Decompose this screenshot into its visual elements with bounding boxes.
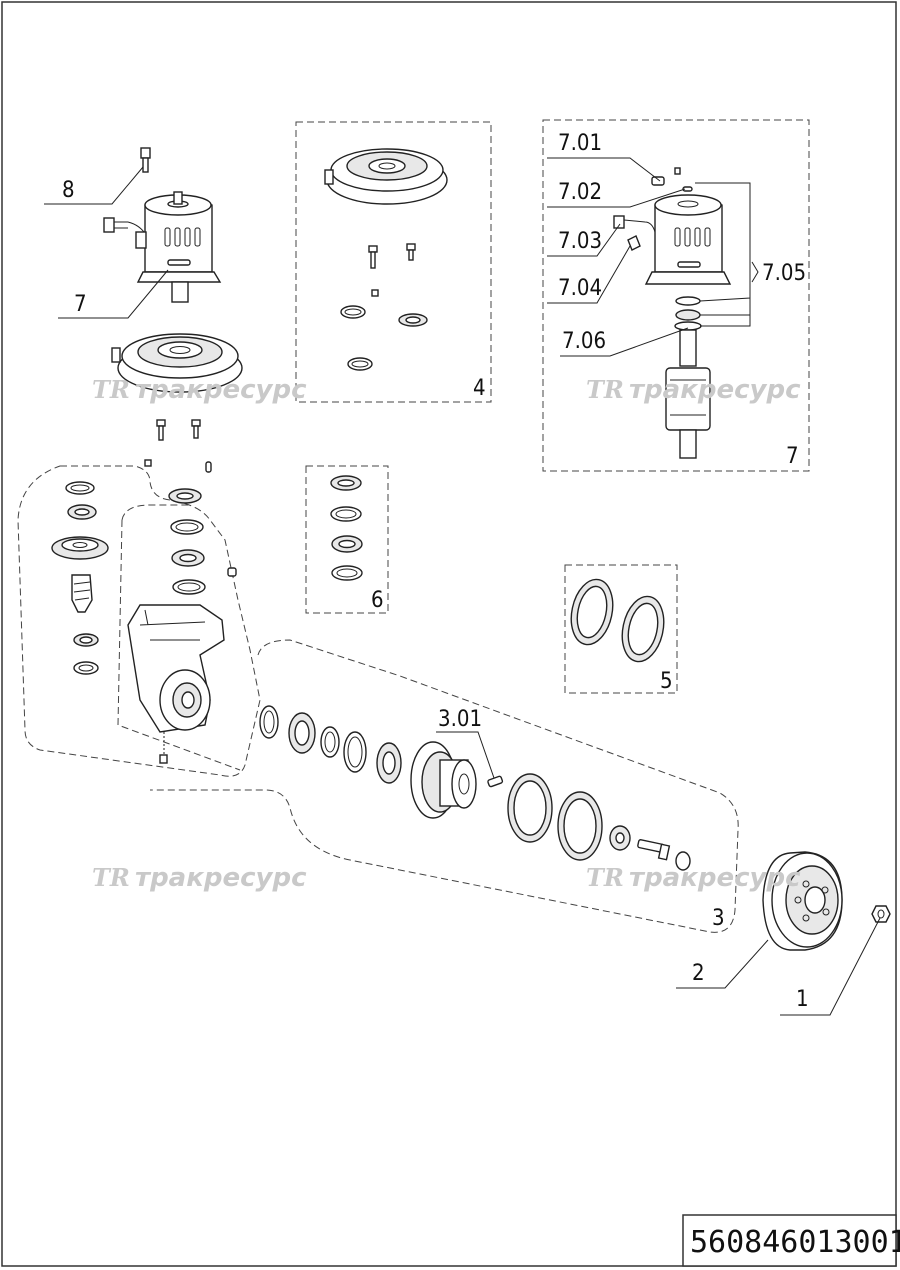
svg-text:TR: TR bbox=[586, 375, 624, 404]
callout-7-05: 7.05 bbox=[762, 261, 806, 286]
bearing-stack-middle bbox=[168, 488, 237, 595]
group-outline-gearbox bbox=[17, 465, 261, 777]
callout-7-01: 7.01 bbox=[558, 131, 602, 156]
part-group-7-motor bbox=[613, 167, 732, 459]
watermark-1: TR тракресурс bbox=[92, 375, 307, 405]
part-gearbox-housing bbox=[127, 604, 225, 764]
group-box-7 bbox=[542, 119, 810, 472]
callout-3: 3 bbox=[712, 906, 725, 931]
callout-7-02: 7.02 bbox=[558, 180, 602, 205]
callout-7-03: 7.03 bbox=[558, 229, 602, 254]
svg-text:тракресурс: тракресурс bbox=[629, 863, 801, 893]
svg-text:тракресурс: тракресурс bbox=[629, 375, 801, 405]
callout-7-04: 7.04 bbox=[558, 276, 602, 301]
group-box-6 bbox=[305, 465, 389, 614]
svg-text:TR: TR bbox=[92, 863, 130, 892]
part-group-6-seals bbox=[330, 475, 363, 581]
group-outline-hub-3 bbox=[117, 504, 739, 933]
callout-8: 8 bbox=[62, 178, 75, 203]
callout-3-01: 3.01 bbox=[438, 707, 482, 732]
watermark-2: TR тракресурс bbox=[586, 375, 801, 405]
part-turntable-left bbox=[111, 333, 243, 393]
callout-2: 2 bbox=[692, 961, 705, 986]
callout-7-main: 7 bbox=[74, 292, 87, 317]
svg-text:TR: TR bbox=[586, 863, 624, 892]
bolts-turntable-left bbox=[144, 419, 212, 473]
group-box-4 bbox=[295, 121, 492, 403]
group-box-5 bbox=[564, 564, 678, 694]
callout-7-06: 7.06 bbox=[562, 329, 606, 354]
svg-text:тракресурс: тракресурс bbox=[135, 375, 307, 405]
callout-5: 5 bbox=[660, 669, 673, 694]
part-group-4-turntable bbox=[324, 148, 448, 371]
watermark-4: TR тракресурс bbox=[586, 863, 801, 893]
callout-labels: 8 7 4 7.01 7.02 7.03 7.04 7.05 7.06 7 6 … bbox=[62, 131, 809, 1012]
bearing-stack-left bbox=[51, 481, 109, 675]
part-group-5-rings bbox=[570, 578, 665, 663]
watermark-3: TR тракресурс bbox=[92, 863, 307, 893]
part-1-nut bbox=[871, 905, 891, 923]
callout-7-box: 7 bbox=[786, 444, 799, 469]
part-2-wheel bbox=[762, 851, 843, 951]
part-hub-assembly-3 bbox=[259, 705, 691, 871]
leader-lines bbox=[44, 157, 881, 1016]
callout-6: 6 bbox=[371, 588, 384, 613]
callout-4: 4 bbox=[473, 376, 486, 401]
callout-1: 1 bbox=[796, 987, 809, 1012]
svg-text:тракресурс: тракресурс bbox=[135, 863, 307, 893]
part-8-bolt bbox=[140, 147, 151, 173]
document-number: 560846013001 bbox=[690, 1225, 900, 1260]
part-7-motor bbox=[103, 191, 222, 303]
document-number-box: 560846013001 bbox=[682, 1214, 900, 1267]
svg-text:TR: TR bbox=[92, 375, 130, 404]
